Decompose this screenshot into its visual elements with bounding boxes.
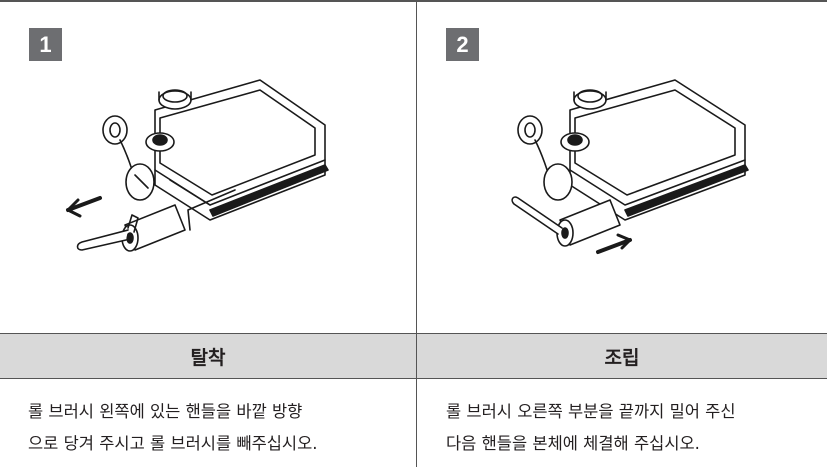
- step-2-illustration: [511, 79, 749, 254]
- step-1-description-line-1: 롤 브러시 왼쪽에 있는 핸들을 바깥 방향: [28, 402, 303, 421]
- step-1-illustration: [66, 79, 329, 252]
- step-1-description: 롤 브러시 왼쪽에 있는 핸들을 바깥 방향 으로 당겨 주시고 롤 브러시를 …: [28, 396, 408, 460]
- step-1-heading: 탈착: [190, 346, 226, 369]
- header-band: [0, 334, 827, 378]
- step-2-heading: 조립: [604, 346, 640, 369]
- header-bottom-border: [0, 378, 827, 379]
- step-2-description: 롤 브러시 오른쪽 부분을 끝까지 밀어 주신 다음 핸들을 본체에 체결해 주…: [446, 396, 816, 460]
- step-2-description-line-1: 롤 브러시 오른쪽 부분을 끝까지 밀어 주신: [446, 402, 736, 421]
- header-top-border: [0, 333, 827, 334]
- step-1-badge: 1: [29, 28, 62, 61]
- step-2-badge: 2: [446, 28, 479, 61]
- step-1-description-line-2: 으로 당겨 주시고 롤 브러시를 빼주십시오.: [28, 434, 318, 453]
- step-2-description-line-2: 다음 핸들을 본체에 체결해 주십시오.: [446, 434, 700, 453]
- table-top-border: [0, 0, 827, 2]
- column-divider: [416, 0, 417, 467]
